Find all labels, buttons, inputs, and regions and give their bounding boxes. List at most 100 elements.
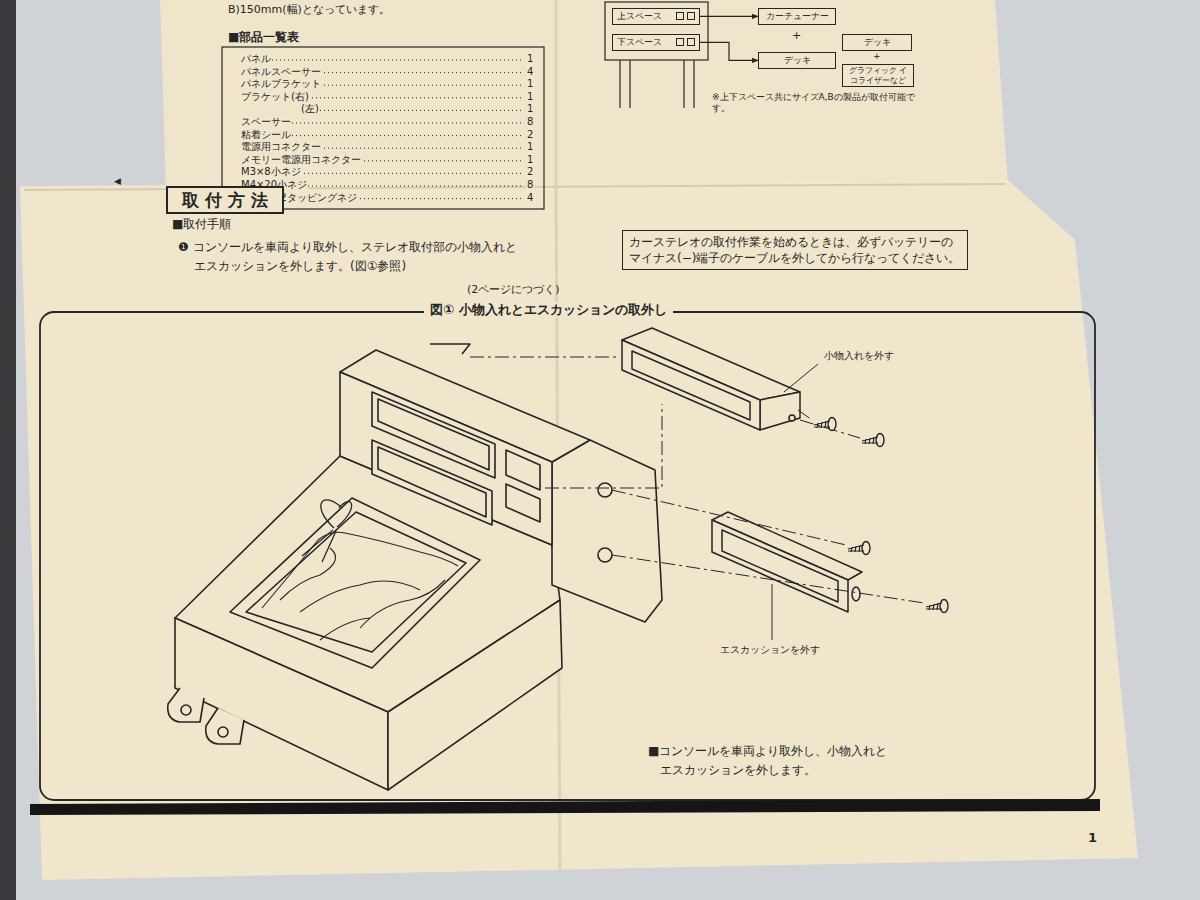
frame-leg [683, 60, 684, 108]
frame-leg [619, 60, 620, 108]
page-marker: ◀ [114, 176, 121, 187]
removed-parts [622, 328, 862, 612]
step-text: ❶ コンソールを車両より取外し、ステレオ取付部の小物入れとエスカッションを外しま… [178, 238, 528, 276]
plus-sign: + [792, 29, 801, 42]
screw [848, 542, 870, 555]
panel-face [340, 372, 552, 545]
device-box: デッキ [842, 34, 912, 51]
part-name: パネルブラケット [240, 78, 322, 90]
part-quantity: 1 [526, 103, 534, 115]
frame-outline [605, 2, 708, 60]
arrow-connector [700, 42, 758, 60]
console-frame-sketch [605, 2, 708, 108]
box-text: カーチューナー [766, 11, 829, 21]
leader-lines [772, 364, 818, 640]
warning-box: カーステレオの取付作業を始めるときは、必ずバッテリーのマイナス(−)端子のケーブ… [622, 230, 968, 270]
section-title-box: 取 付 方 法 [166, 186, 284, 214]
mount-hole [181, 705, 191, 715]
part-quantity: 1 [526, 78, 534, 90]
escutcheon-frame [712, 520, 848, 612]
shift-recess-inner [246, 512, 466, 652]
note-text: B)150mm(幅)となっています。 [228, 3, 390, 16]
dash-dot-line [798, 410, 812, 420]
part-quantity: 1 [526, 154, 534, 166]
plus-sign: + [873, 51, 881, 62]
panel-button [506, 450, 540, 490]
part-quantity: 8 [526, 179, 534, 191]
box-text: グラフィック イコライザーなど [849, 66, 908, 85]
binder-edge [0, 0, 16, 900]
parts-table [222, 47, 544, 209]
part-quantity: 2 [526, 166, 534, 178]
box-text: 下スペース [617, 37, 662, 48]
button-square [687, 12, 695, 20]
step-heading: ■取付手順 [172, 217, 231, 231]
part-name: M3×8小ネジ [240, 166, 302, 178]
dot-leader [300, 110, 524, 111]
screw-hole [598, 548, 612, 562]
shift-boot-folds [262, 532, 458, 640]
dot-leader [240, 60, 524, 61]
part-quantity: 1 [526, 53, 534, 65]
footnote: ※上下スペース共にサイズA,Bの製品が取付可能です。 [712, 92, 927, 114]
tray-hole [789, 415, 795, 421]
paper-sheet-lower [20, 180, 1138, 880]
part-name: (左) [300, 103, 320, 115]
console-drawing [168, 344, 662, 790]
part-quantity: 1 [526, 91, 534, 103]
part-name: パネル [240, 53, 272, 65]
page-number: 1 [1088, 830, 1097, 846]
part-name: 粘着シール [240, 129, 292, 141]
assembly-lines [470, 357, 924, 603]
part-quantity: 2 [526, 129, 534, 141]
table-outline [222, 47, 544, 209]
button-square [687, 38, 695, 46]
tray-side [760, 392, 800, 430]
panel-button [506, 484, 540, 522]
box-text: 取 付 方 法 [182, 190, 268, 210]
screw [926, 600, 948, 613]
callout-label: 小物入れを外す [822, 350, 896, 362]
dot-leaders [240, 60, 524, 199]
screw [862, 434, 884, 447]
escutcheon-opening [722, 530, 838, 602]
button-group [673, 12, 695, 20]
space-box: 下スペース [612, 34, 700, 51]
dash-dot-line [545, 404, 662, 488]
screw [814, 418, 836, 431]
part-quantity: 4 [526, 192, 534, 204]
dash-dot-line [612, 555, 924, 603]
figure-frame [40, 312, 1095, 800]
device-box: カーチューナー [758, 8, 836, 25]
frame-leg [693, 60, 694, 108]
tray-opening [632, 351, 750, 420]
paper-fold [555, 0, 558, 186]
device-box: デッキ [758, 52, 836, 69]
continued-note: (2ページにつづく) [467, 283, 560, 296]
leader-line [772, 584, 773, 640]
mount-hole [218, 727, 228, 737]
frame-leg [629, 60, 630, 108]
box-text: 上スペース [617, 11, 662, 22]
part-quantity: 8 [526, 116, 534, 128]
boot-knot [302, 500, 352, 562]
space-box: 上スペース [612, 8, 700, 25]
callout-label: エスカッションを外す [718, 644, 822, 656]
paper-sheet-upper [160, 0, 1008, 192]
tray-front [622, 340, 760, 430]
part-name: パネルスペーサー [240, 66, 322, 78]
button-square [676, 12, 684, 20]
device-box: グラフィック イコライザーなど [842, 64, 914, 87]
mount-tab [168, 688, 204, 722]
part-name: メモリー電源用コネクター [240, 154, 362, 166]
button-square [676, 38, 684, 46]
screw-hole [598, 483, 612, 497]
mount-tab [206, 708, 244, 744]
console-side [388, 600, 562, 790]
arrow-connector [700, 16, 758, 17]
side-wing [552, 440, 662, 622]
dash-dot-line [470, 357, 620, 358]
